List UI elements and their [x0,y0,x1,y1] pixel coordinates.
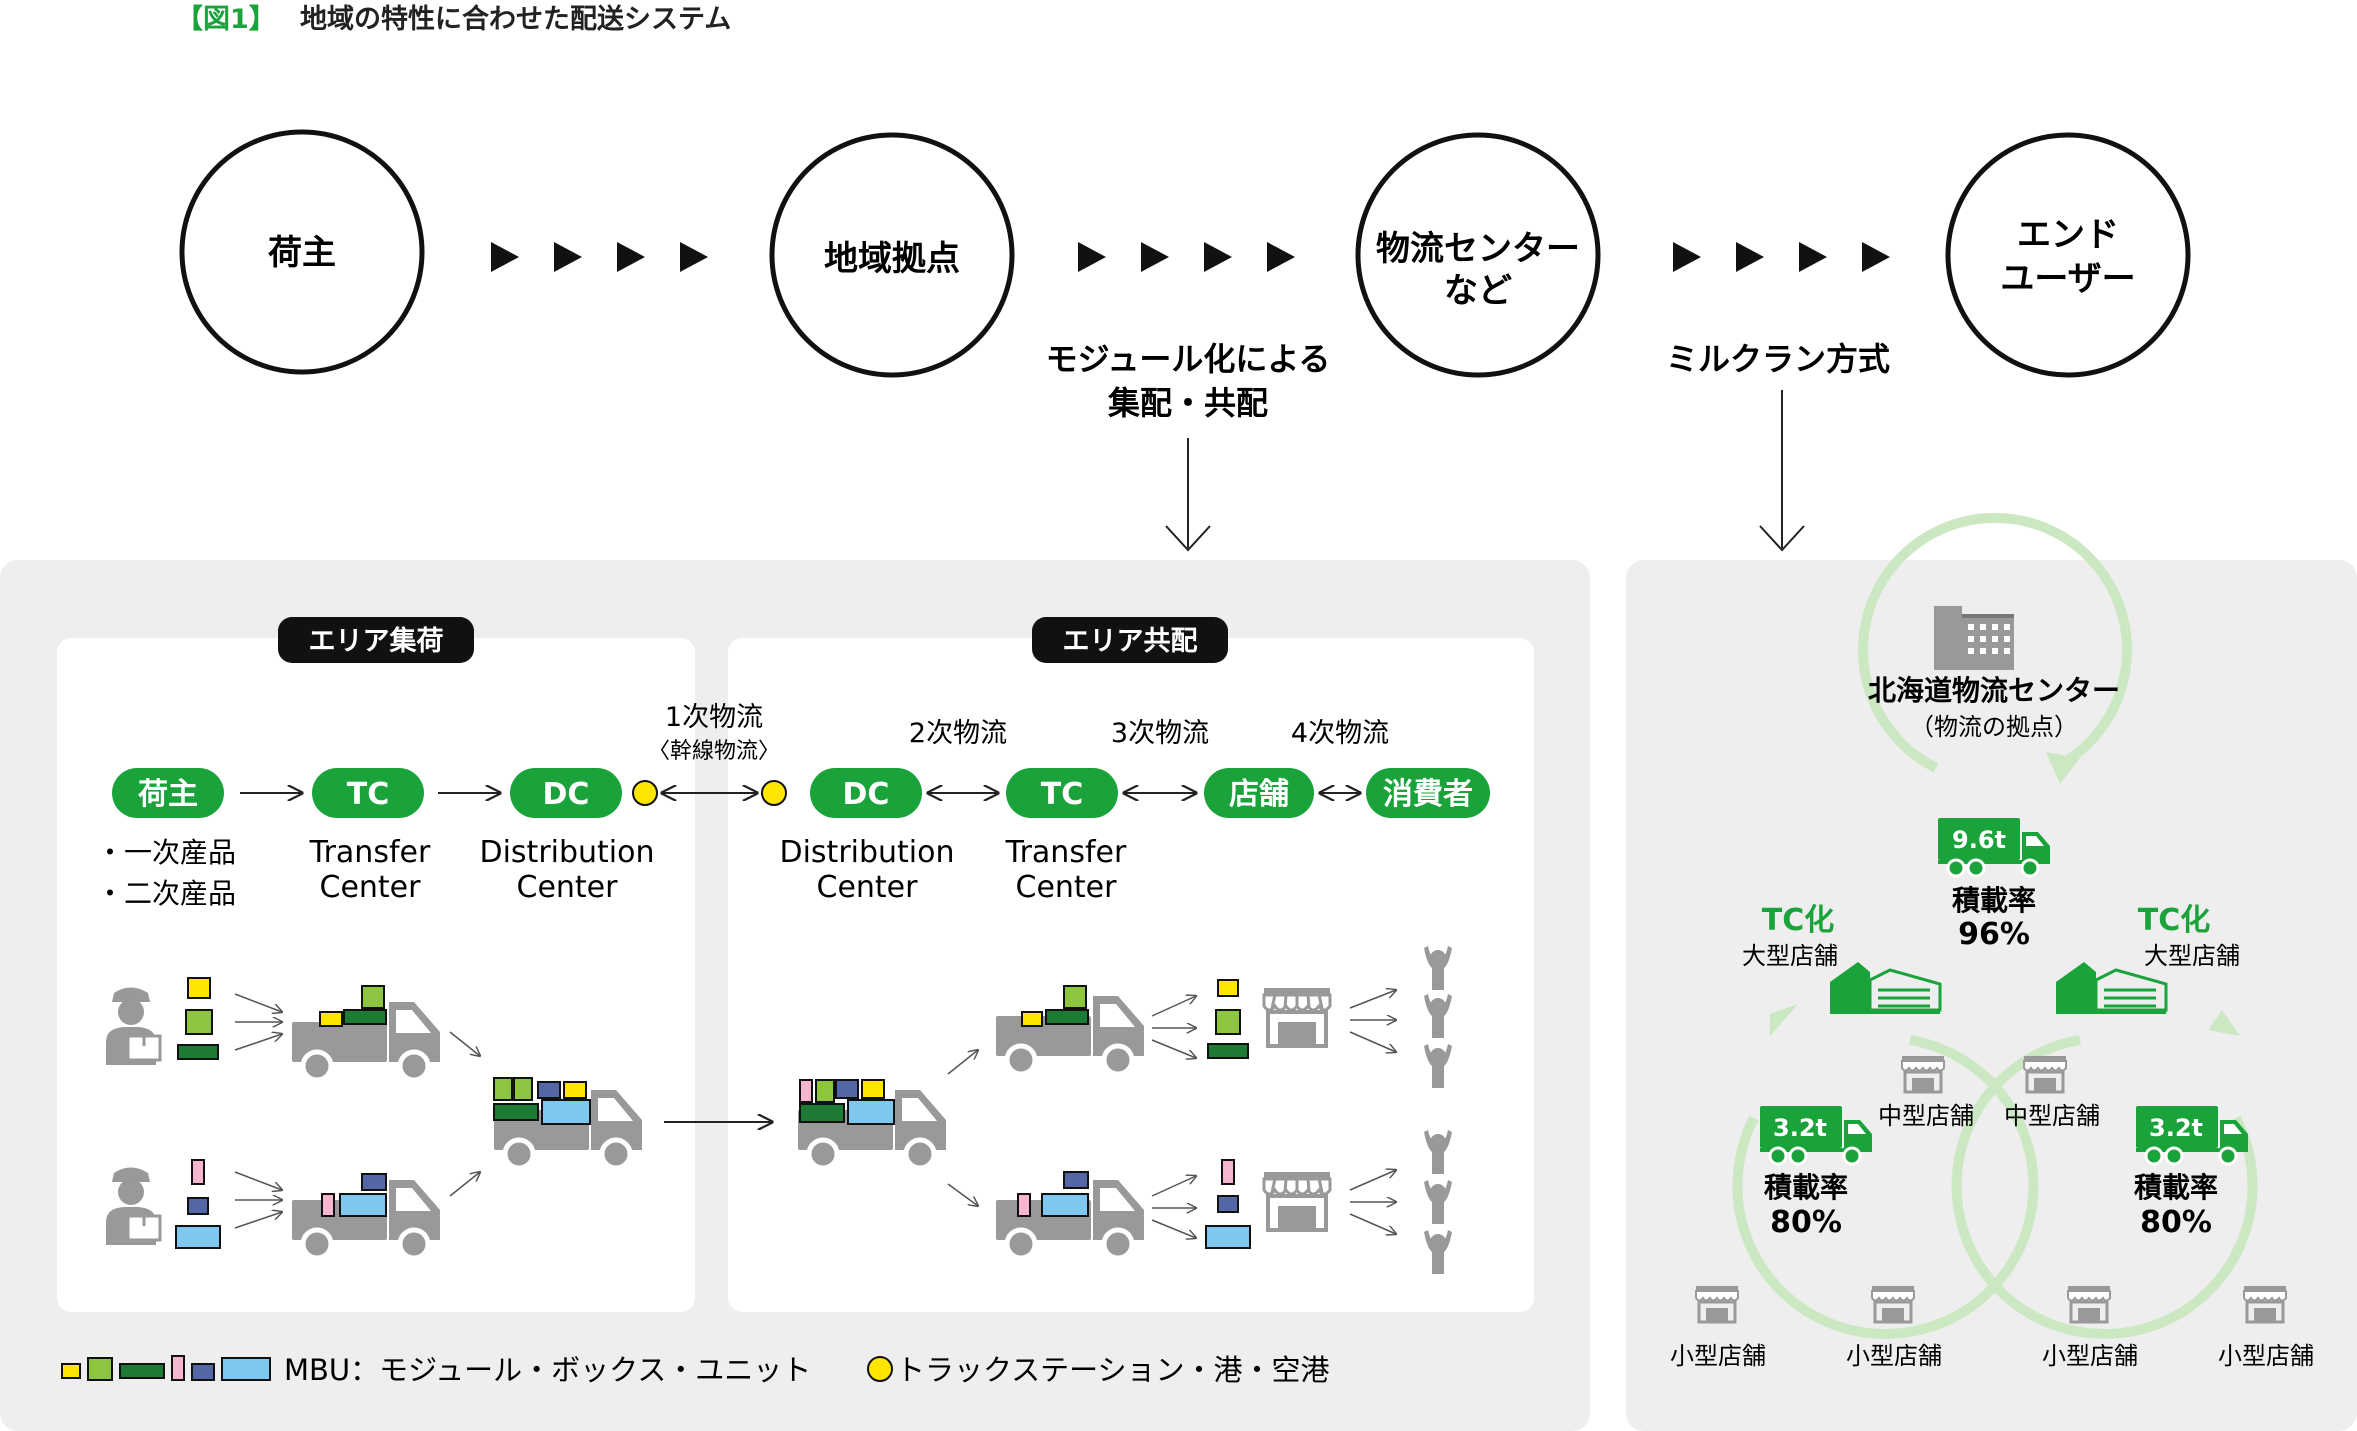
node-store: 店舗 [1204,768,1314,818]
flow-node-regional-base: 地域拠点 [769,132,1015,378]
svg-text:トラックステーション・港・空港: トラックステーション・港・空港 [896,1353,1330,1387]
right-rate-value: 80% [2140,1205,2212,1240]
dc1-desc: Distribution [479,835,654,870]
dc2-desc: Center [817,870,919,905]
stage-label-4: 4次物流 [1291,718,1389,749]
right-panel [1626,560,2357,1431]
small-store-label: 小型店舗 [1846,1342,1942,1370]
method-label-modular: モジュール化による [1046,340,1331,378]
flow-node-label: ユーザー [2000,259,2135,299]
svg-text:荷主: 荷主 [138,777,198,812]
track-station-marker [761,780,787,806]
method-label-milkrun: ミルクラン方式 [1666,340,1890,378]
node-consumer: 消費者 [1366,768,1490,818]
stage-label-2: 2次物流 [909,718,1007,749]
flow-arrows-2 [1078,242,1295,272]
shipper-item: ・二次産品 [96,877,236,910]
dc2-desc: Distribution [779,835,954,870]
flow-node-label: 物流センター [1376,229,1580,269]
svg-text:TC: TC [1041,777,1083,812]
svg-text:エリア共配: エリア共配 [1063,626,1198,657]
center-sub: （物流の拠点） [1910,713,2078,741]
flow-arrows-1 [491,242,708,272]
flow-node-label: 荷主 [268,233,336,273]
svg-text:MBU：モジュール・ボックス・ユニット: MBU：モジュール・ボックス・ユニット [284,1353,811,1387]
node-dc-1: DC [510,768,622,818]
flow-arrows-3 [1673,242,1890,272]
node-tc-2: TC [1006,768,1118,818]
tc1-desc: Center [320,870,422,905]
method-label-modular: 集配・共配 [1107,384,1268,422]
badge-area-collection: エリア集荷 [278,617,474,663]
figure-title: 地域の特性に合わせた配送システム [300,3,731,35]
node-dc-2: DC [810,768,922,818]
svg-text:DC: DC [543,777,590,812]
flow-node-shipper: 荷主 [179,129,425,375]
stage-label-1: 1次物流 [665,702,763,733]
svg-text:9.6t: 9.6t [1952,826,2006,854]
svg-text:TC: TC [347,777,389,812]
tc-right-sub: 大型店舗 [2144,942,2240,970]
flow-node-end-user: エンド ユーザー [1945,132,2191,378]
milkrun-cycle-heads [1770,752,2240,1036]
stage-label-3: 3次物流 [1111,718,1209,749]
svg-text:エリア集荷: エリア集荷 [309,625,444,657]
track-station-marker [632,780,658,806]
tc2-desc: Center [1016,870,1118,905]
top-rate-value: 96% [1958,917,2030,952]
node-shipper: 荷主 [112,768,224,818]
building-icon [1934,606,2014,670]
svg-text:DC: DC [843,777,890,812]
right-truck: 3.2t [2134,1104,2250,1166]
tc-left-sub: 大型店舗 [1742,942,1838,970]
small-store-label: 小型店舗 [2042,1342,2138,1370]
mid-store-right: 中型店舗 [2004,1102,2100,1130]
legend-mbu: MBU：モジュール・ボックス・ユニット [61,1353,811,1387]
top-truck: 9.6t [1936,816,2052,878]
svg-text:消費者: 消費者 [1383,777,1473,812]
node-tc-1: TC [312,768,424,818]
mid-store-left: 中型店舗 [1878,1102,1974,1130]
right-rate-label: 積載率 [2134,1171,2218,1204]
svg-text:3.2t: 3.2t [2149,1114,2203,1142]
tc-left-title: TC化 [1762,903,1834,938]
flow-node-label: 地域拠点 [824,239,960,279]
svg-text:3.2t: 3.2t [1773,1114,1827,1142]
flow-node-label: エンド [2017,215,2119,255]
flow-node-logistics-center: 物流センター など [1355,132,1601,378]
left-rate-label: 積載率 [1764,1171,1848,1204]
legend-track-station: トラックステーション・港・空港 [867,1353,1330,1387]
left-truck: 3.2t [1758,1104,1874,1166]
milkrun-cycles [1732,512,2258,1339]
tc1-desc: Transfer [309,835,431,870]
left-rate-value: 80% [1770,1205,1842,1240]
small-store-label: 小型店舗 [2218,1342,2314,1370]
collection-illustration [104,977,642,1258]
shipper-item: ・一次産品 [96,836,236,869]
tc-right-title: TC化 [2138,903,2210,938]
small-store-label: 小型店舗 [1670,1342,1766,1370]
badge-area-delivery: エリア共配 [1032,617,1228,663]
tc2-desc: Transfer [1005,835,1127,870]
stage-label-1-sub: 〈幹線物流〉 [648,739,780,764]
center-name: 北海道物流センター [1868,674,2120,707]
top-rate-label: 積載率 [1952,884,2036,917]
flow-node-label: など [1444,271,1512,311]
svg-text:店舗: 店舗 [1229,777,1289,812]
figure-label: 【図1】 [176,4,276,35]
dc1-desc: Center [517,870,619,905]
delivery-illustration [798,946,1452,1274]
down-arrows [1165,390,1805,552]
